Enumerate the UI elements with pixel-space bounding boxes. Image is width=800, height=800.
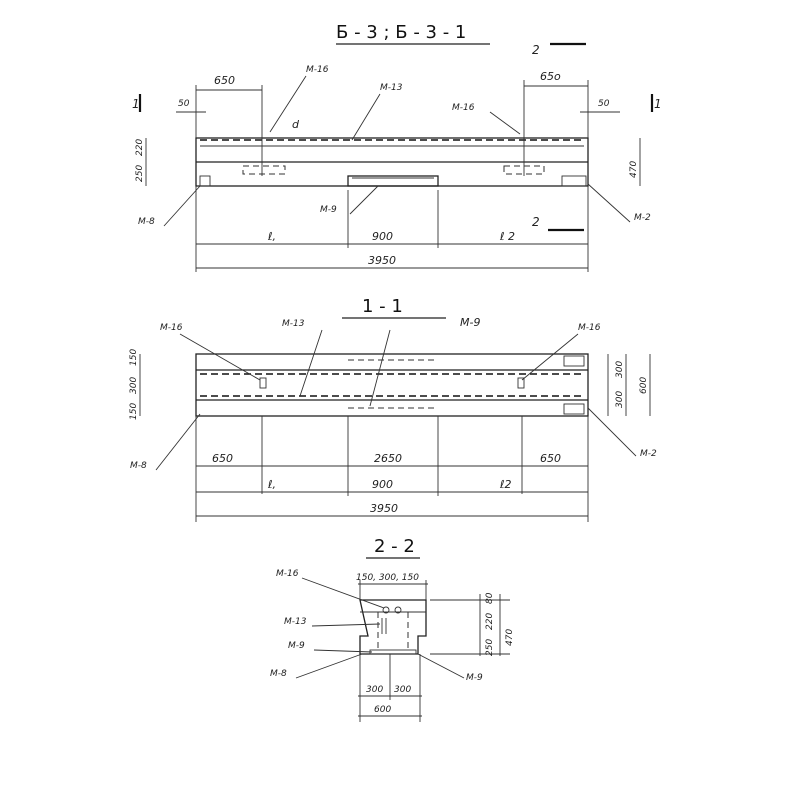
dim-80: 80 <box>485 592 495 604</box>
dim-250: 250 <box>135 165 145 182</box>
label-m9: M-9 <box>460 316 480 329</box>
leader <box>299 329 323 397</box>
cut-2-bottom: 2 <box>532 215 540 229</box>
cut-1-right: 1 <box>654 97 662 111</box>
label-m16: M-16 <box>276 569 299 579</box>
m16-right-mark <box>517 377 525 389</box>
label-m13: M-13 <box>380 83 403 93</box>
leader <box>311 623 381 627</box>
leader <box>301 577 385 609</box>
label-m16-left: M-16 <box>306 65 329 75</box>
dim-650-right: 65o <box>540 70 561 83</box>
leader <box>295 653 363 679</box>
label-d: d <box>292 118 300 131</box>
plate-m8 <box>199 175 211 187</box>
leader <box>369 329 391 407</box>
label-m16-right: M-16 <box>578 323 601 333</box>
leader <box>349 185 379 215</box>
loop-right <box>503 165 545 175</box>
dim-50-left: 50 <box>178 99 190 109</box>
dim-650-left: 650 <box>212 452 233 465</box>
rebar-m16 <box>382 606 390 614</box>
label-m8: M-8 <box>130 461 147 471</box>
label-m8: M-8 <box>138 217 155 227</box>
label-m13: M-13 <box>282 319 305 329</box>
label-m8: M-8 <box>270 669 287 679</box>
label-m2: M-2 <box>634 213 651 223</box>
label-m2: M-2 <box>640 449 657 459</box>
cut-2-top: 2 <box>532 43 540 57</box>
plate-m2 <box>561 175 587 187</box>
m16-left-mark <box>259 377 267 389</box>
rebar-m16 <box>394 606 402 614</box>
elevation-view: 650 65o 50 50 1 1 2 2 220 250 470 M-16 M… <box>132 42 662 272</box>
dim-250: 250 <box>485 639 495 656</box>
dim-300-l: 300 <box>366 685 383 695</box>
dim-300: 300 <box>129 377 139 394</box>
section-2-view: 150, 300, 150 80 220 250 470 M-16 M-13 M… <box>270 569 515 722</box>
leader <box>489 111 521 135</box>
dim-470: 470 <box>629 161 639 178</box>
dim-300-r1: 300 <box>615 361 625 378</box>
leader <box>417 653 465 679</box>
dim-600: 600 <box>639 377 649 394</box>
cut-1-left: 1 <box>132 97 140 111</box>
leader <box>155 413 201 471</box>
plate-m9 <box>347 175 439 187</box>
dim-220: 220 <box>135 139 145 156</box>
plate-m2-top <box>563 355 585 367</box>
plate-m2-bottom <box>563 403 585 415</box>
dim-3950: 3950 <box>370 502 398 515</box>
leader <box>587 407 637 457</box>
label-m9-right: M-9 <box>466 673 483 683</box>
dim-150-bottom: 150 <box>129 403 139 420</box>
dim-top: 150, 300, 150 <box>356 573 419 583</box>
dim-l1: ℓ, <box>267 230 276 243</box>
label-m16-right: M-16 <box>452 103 475 113</box>
dim-220: 220 <box>485 613 495 630</box>
dim-300-r2: 300 <box>615 391 625 408</box>
section-1-title: 1 - 1 <box>362 296 403 317</box>
dim-50-right: 50 <box>598 99 610 109</box>
dim-3950: 3950 <box>368 254 396 267</box>
dim-470: 470 <box>505 629 515 646</box>
leader <box>521 333 579 381</box>
dim-2650: 2650 <box>374 452 402 465</box>
section-1-view: 150 300 150 300 300 600 M-16 M-13 M-9 M-… <box>129 316 657 522</box>
loop-left <box>242 165 286 175</box>
dim-l1: ℓ, <box>267 478 276 491</box>
leader <box>587 183 631 223</box>
label-m9: M-9 <box>320 205 337 215</box>
leader <box>269 75 307 133</box>
leader <box>313 649 373 653</box>
leader <box>163 185 201 227</box>
dim-300-r: 300 <box>394 685 411 695</box>
dim-650-right: 650 <box>540 452 561 465</box>
section-2-title: 2 - 2 <box>374 536 415 557</box>
leader <box>351 93 381 141</box>
label-m9: M-9 <box>288 641 305 651</box>
dim-900: 900 <box>372 478 393 491</box>
dim-l2: ℓ2 <box>499 478 512 491</box>
dim-900: 900 <box>372 230 393 243</box>
dim-l2: ℓ 2 <box>499 230 515 243</box>
label-m16-left: M-16 <box>160 323 183 333</box>
drawing-title: Б - 3 ; Б - 3 - 1 <box>336 22 466 43</box>
label-m13: M-13 <box>284 617 307 627</box>
leader <box>179 333 261 381</box>
t-section-outline <box>359 599 427 655</box>
dim-150-top: 150 <box>129 349 139 366</box>
dim-600: 600 <box>374 705 391 715</box>
beam-plan-outline <box>195 353 589 417</box>
dim-650-left: 650 <box>214 74 235 87</box>
